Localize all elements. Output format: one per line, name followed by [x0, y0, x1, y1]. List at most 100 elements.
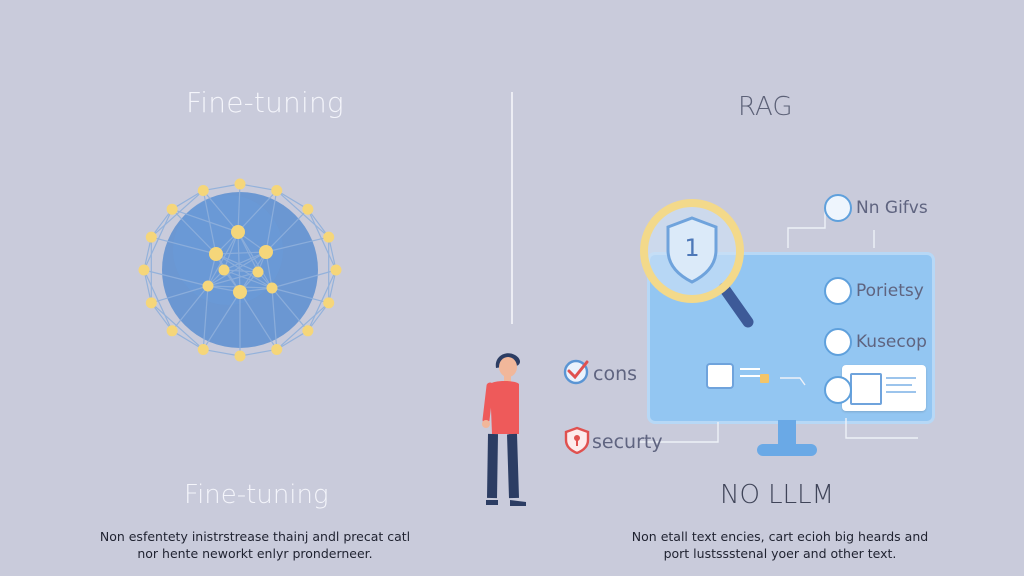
network-edge: [271, 287, 309, 332]
network-edge: [223, 269, 259, 273]
network-edge: [271, 269, 337, 289]
network-edge: [171, 208, 217, 255]
left-caption-line1: Non esfentety inistrstrease thainj andl …: [99, 529, 411, 544]
network-edge: [265, 190, 278, 253]
label-porietsy: Porietsy: [856, 281, 924, 301]
network-node: [266, 282, 278, 294]
network-edge: [143, 269, 152, 304]
document-card: [842, 365, 926, 411]
network-edge: [223, 269, 273, 289]
monitor-neck: [778, 420, 796, 446]
monitor-base: [757, 444, 817, 456]
network-node: [209, 247, 223, 261]
connector-lines: [638, 207, 918, 443]
network-edge: [271, 287, 278, 350]
network-edge: [150, 302, 173, 332]
network-edge: [239, 291, 278, 350]
network-edge: [237, 231, 241, 293]
shield-number: 1: [684, 234, 700, 262]
network-node: [330, 264, 342, 276]
network-node: [234, 350, 246, 362]
network-edge: [207, 251, 267, 287]
network-node: [231, 225, 245, 239]
network-node: [145, 297, 157, 309]
network-node: [218, 264, 230, 276]
network-edge: [207, 231, 239, 287]
brain-icon: [824, 328, 852, 356]
network-edge: [171, 208, 239, 233]
network-edge: [151, 236, 217, 255]
network-node: [271, 185, 283, 197]
network-edge: [271, 287, 329, 304]
network-edge: [215, 253, 259, 273]
book-icon: [706, 363, 734, 389]
network-node: [323, 297, 335, 309]
gifs-icon: [824, 194, 852, 222]
network-node: [197, 343, 209, 355]
magnifier-shield-icon: [640, 199, 754, 328]
network-edge: [307, 208, 337, 271]
network-edge: [276, 190, 309, 210]
right-caption-line2: port lustssstenal yoer and other text.: [663, 546, 897, 561]
network-edge: [202, 190, 239, 233]
person-figure: [482, 353, 526, 506]
network-edge: [215, 251, 267, 255]
network-node: [271, 343, 283, 355]
right-title: RAG: [738, 92, 793, 122]
left-caption: Non esfentety inistrstrease thainj andl …: [90, 528, 420, 562]
network-edge: [143, 269, 209, 287]
network-edge: [202, 190, 217, 255]
label-kusecop: Kusecop: [856, 332, 927, 352]
label-nn-gifs: Nn Gifvs: [856, 198, 928, 218]
network-edge: [237, 183, 241, 233]
network-node: [145, 231, 157, 243]
label-security: securty: [592, 431, 663, 453]
security-shield-icon: [564, 426, 590, 454]
left-title: Fine-tuning: [186, 86, 344, 119]
network-edge: [307, 302, 330, 332]
network-node: [197, 185, 209, 197]
network-edge: [171, 330, 204, 350]
network-edge: [203, 183, 241, 192]
left-bottom-title: Fine-tuning: [184, 480, 329, 510]
check-icon: [563, 359, 589, 385]
network-edge: [150, 208, 173, 238]
center-divider: [511, 92, 513, 324]
network-edge: [328, 236, 337, 271]
right-bottom-title: NO LLLM: [720, 480, 835, 510]
network-node: [234, 178, 246, 190]
network-node: [233, 285, 247, 299]
neural-network-illustration: [138, 178, 342, 362]
network-edge: [223, 251, 267, 271]
network-edge: [265, 208, 309, 253]
network-edge: [143, 236, 152, 271]
network-edge: [307, 269, 337, 332]
person-icon: [824, 277, 852, 305]
network-node: [166, 325, 178, 337]
partial-circle-icon: [824, 376, 852, 404]
network-edge: [203, 348, 241, 357]
network-node: [323, 231, 335, 243]
label-cons: cons: [593, 363, 638, 385]
network-edge: [239, 348, 277, 357]
network-edge: [237, 231, 273, 289]
network-node: [259, 245, 273, 259]
network-edge: [328, 269, 337, 304]
network-edge: [237, 190, 278, 233]
right-caption: Non etall text encies, cart ecioh big he…: [620, 528, 940, 562]
network-edge: [202, 285, 209, 350]
network-edge: [276, 302, 330, 350]
network-node: [202, 280, 214, 292]
network-edge: [276, 330, 309, 350]
network-node: [252, 266, 264, 278]
network-edge: [171, 190, 204, 210]
network-edge: [207, 271, 259, 287]
network-edge: [237, 231, 259, 273]
lock-icon: [760, 374, 769, 383]
network-nodes: [138, 178, 342, 362]
network-edge: [202, 291, 241, 350]
network-edge: [307, 208, 330, 238]
network-edge: [265, 236, 329, 253]
network-node: [302, 325, 314, 337]
right-caption-line1: Non etall text encies, cart ecioh big he…: [631, 529, 929, 544]
